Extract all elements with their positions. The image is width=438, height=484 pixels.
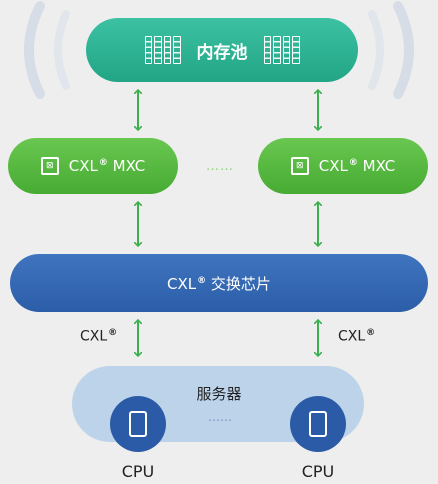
memory-module-icon (263, 36, 300, 64)
chip-icon: ⊠ (40, 157, 59, 175)
mxc-ellipsis: …… (206, 158, 234, 174)
cpu-label-right: CPU (301, 461, 335, 481)
mxc-node-right: ⊠ CXL® MXC (258, 138, 428, 194)
chip-icon: ⊠ (290, 157, 309, 175)
mxc-left-label: CXL® MXC (68, 157, 146, 175)
mxc-right-label: CXL® MXC (318, 157, 396, 175)
switch-label: CXL® 交换芯片 (167, 274, 271, 293)
wave-decoration (24, 1, 414, 99)
wave-left-outer (24, 1, 45, 99)
cpu-circle-right (290, 396, 346, 452)
memory-module-icon (144, 36, 181, 64)
cxl-switch-node: CXL® 交换芯片 (10, 254, 428, 312)
cxl-link-label-left: CXL® (80, 328, 118, 345)
cpu-label-left: CPU (121, 461, 155, 481)
server-ellipsis: …… (208, 410, 232, 424)
wave-right-outer (393, 1, 414, 99)
cpu-chip-icon (309, 411, 327, 437)
wave-right-inner (368, 10, 384, 90)
cpu-circle-left (110, 396, 166, 452)
memory-pool-node: 内存池 (86, 18, 358, 82)
mxc-node-left: ⊠ CXL® MXC (8, 138, 178, 194)
cxl-link-label-right: CXL® (338, 328, 376, 345)
cpu-chip-icon (129, 411, 147, 437)
wave-left-inner (54, 10, 70, 90)
server-label: 服务器 (196, 384, 242, 403)
memory-pool-label: 内存池 (196, 42, 248, 63)
